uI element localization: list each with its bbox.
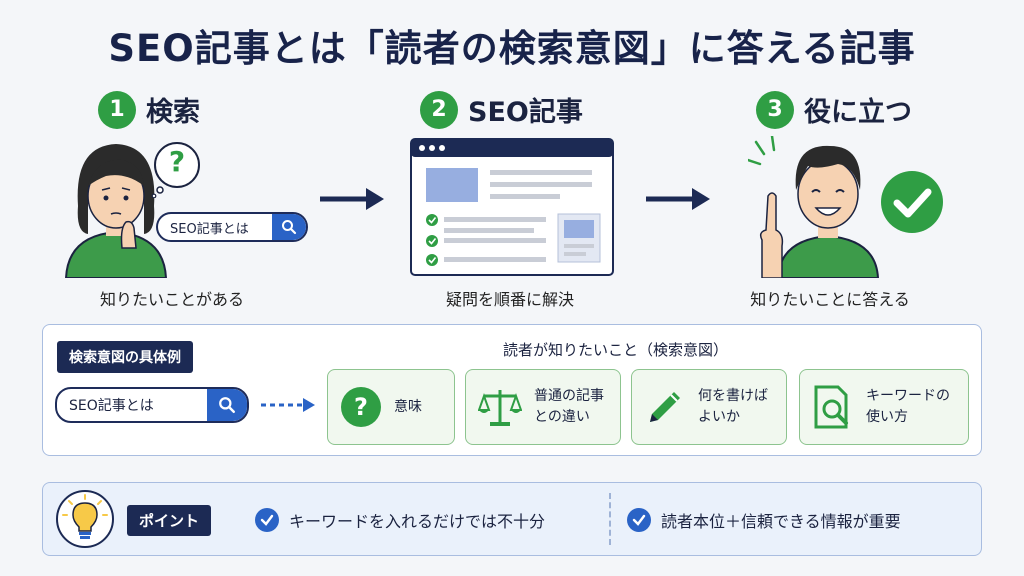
step-1-search-bar[interactable]: SEO記事とは [156, 212, 308, 242]
step-3-header: 3 役に立つ [756, 90, 912, 129]
examples-search-bar[interactable]: SEO記事とは [55, 387, 249, 423]
examples-tag: 検索意図の具体例 [57, 341, 193, 373]
intent-card-what-to-write: 何を書けば よいか [631, 369, 787, 445]
examples-search-text: SEO記事とは [69, 398, 154, 414]
search-intent-examples-panel: 検索意図の具体例 読者が知りたいこと（検索意図） SEO記事とは ? 意味 [42, 324, 982, 456]
question-icon: ? [341, 387, 381, 427]
intent-card-meaning: ? 意味 [327, 369, 455, 445]
step-1-header: 1 検索 [98, 90, 200, 129]
intent-card-label: 何を書けば よいか [698, 388, 768, 425]
question-bubble-icon [151, 142, 200, 198]
step-2-header: 2 SEO記事 [420, 90, 583, 129]
check-icon [255, 508, 279, 532]
point-item-1: キーワードを入れるだけでは不十分 [255, 508, 545, 532]
page-title: SEO記事とは「読者の検索意図」に答える記事 [108, 27, 916, 70]
step-1-caption: 知りたいことがある [99, 290, 244, 309]
step-1-search-button[interactable] [272, 214, 306, 240]
search-icon [219, 397, 235, 413]
arrow-right-icon [320, 188, 384, 210]
step-3-number: 3 [756, 90, 794, 129]
intent-card-keyword-usage: キーワードの 使い方 [799, 369, 969, 445]
intent-card-label: 意味 [394, 398, 422, 415]
pencil-icon [650, 392, 680, 422]
examples-search-button[interactable] [207, 389, 247, 421]
svg-text:?: ? [354, 393, 368, 421]
step-2-number: 2 [420, 90, 458, 129]
step-2-caption: 疑問を順番に解決 [445, 290, 574, 309]
divider [609, 493, 611, 545]
step-1-search-text: SEO記事とは [170, 221, 249, 237]
point-panel: ポイント キーワードを入れるだけでは不十分 読者本位＋信頼できる情報が重要 [42, 482, 982, 556]
question-mark: ? [168, 145, 186, 178]
dotted-arrow-icon [261, 398, 315, 412]
document-search-icon [814, 385, 848, 429]
lightbulb-icon [56, 490, 114, 548]
point-item-2: 読者本位＋信頼できる情報が重要 [627, 508, 901, 532]
check-circle-icon [881, 171, 943, 233]
step-2-label: SEO記事 [468, 97, 583, 128]
step-1-label: 検索 [146, 97, 200, 128]
search-icon [282, 220, 297, 235]
check-icon [627, 508, 651, 532]
intent-card-label: キーワードの 使い方 [866, 388, 950, 425]
point-item-text: キーワードを入れるだけでは不十分 [289, 512, 546, 531]
happy-man-illustration [748, 136, 880, 278]
step-3-label: 役に立つ [804, 97, 912, 128]
intent-card-label: 普通の記事 との違い [534, 388, 604, 425]
scale-icon [478, 390, 522, 426]
point-tag: ポイント [127, 505, 212, 536]
thinking-woman-illustration [64, 144, 168, 278]
point-item-text: 読者本位＋信頼できる情報が重要 [661, 512, 901, 531]
examples-heading: 読者が知りたいこと（検索意図） [503, 341, 729, 359]
step-3-caption: 知りたいことに答える [750, 290, 910, 309]
intent-card-difference: 普通の記事 との違い [465, 369, 621, 445]
article-window-illustration [410, 138, 614, 276]
arrow-right-icon [646, 188, 710, 210]
step-1-number: 1 [98, 90, 136, 129]
